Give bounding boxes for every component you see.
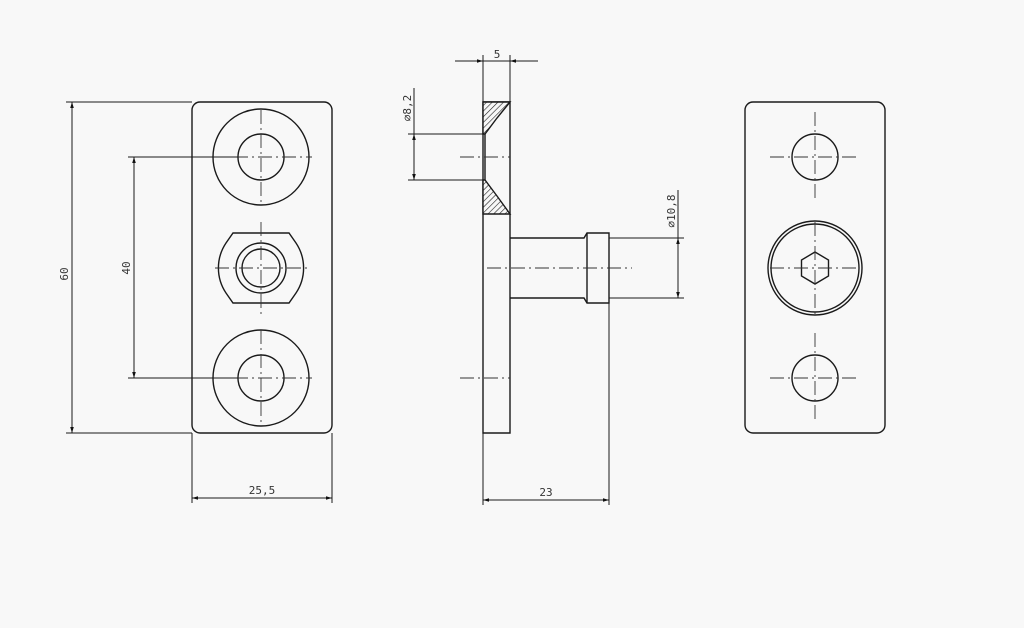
- dim-hole-spacing: 40: [120, 261, 133, 274]
- plate-outline: [191, 101, 333, 434]
- dim-plate-thickness: 5: [494, 48, 501, 61]
- front-centerlines: [210, 110, 312, 426]
- rear-centerlines: [770, 112, 860, 423]
- front-view: [191, 101, 333, 434]
- side-section-view: [482, 101, 610, 434]
- countersink-hatch-top: [482, 101, 512, 135]
- side-centerlines: [460, 156, 632, 379]
- dim-countersink-diameter: ⌀8,2: [401, 95, 414, 122]
- plate-section: [482, 101, 511, 434]
- side-dimensions: [408, 55, 684, 505]
- front-dimensions: [66, 101, 333, 503]
- countersink-hatch-bottom: [482, 179, 512, 215]
- rear-plate-outline: [744, 101, 886, 434]
- dim-boss-diameter: ⌀10,8: [665, 194, 678, 227]
- dim-overall-depth: 23: [539, 486, 552, 499]
- dim-width: 25,5: [249, 484, 276, 497]
- dim-overall-height: 60: [58, 267, 71, 280]
